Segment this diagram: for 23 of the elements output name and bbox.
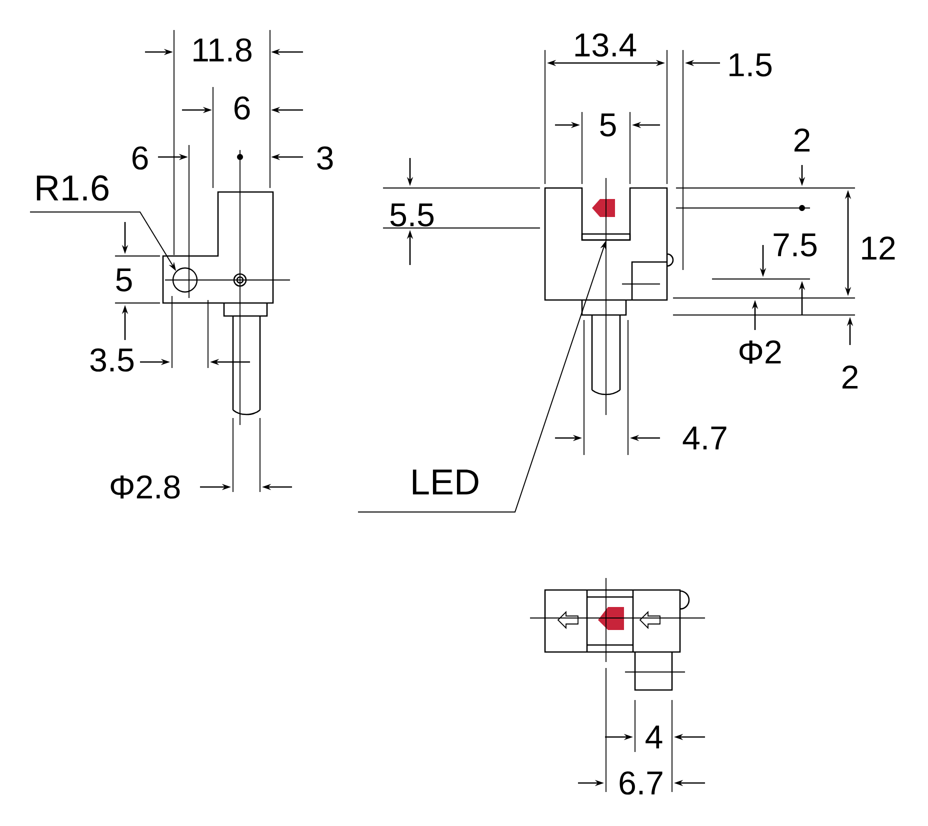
dimension-label: 2 bbox=[794, 128, 810, 152]
dimension-label: 2 bbox=[842, 365, 858, 389]
dimension-label: 4 bbox=[646, 726, 662, 748]
dimension-label: 1.5 bbox=[730, 53, 772, 77]
dimension-label: 5 bbox=[600, 113, 616, 137]
dimension-label: 6 bbox=[132, 146, 148, 170]
dimension-label: 4.7 bbox=[682, 426, 726, 450]
dimension-label: 5.5 bbox=[390, 203, 434, 227]
dimension-label: 6 bbox=[234, 96, 250, 120]
dimension-label: Φ2.8 bbox=[110, 475, 180, 499]
callout-label: LED bbox=[412, 470, 478, 494]
dimension-label: 3 bbox=[317, 146, 333, 170]
led-window bbox=[581, 233, 631, 241]
dimension-label: 11.8 bbox=[194, 38, 252, 62]
dimension-label: 3.5 bbox=[90, 348, 134, 372]
dimension-label: 6.7 bbox=[620, 771, 662, 795]
dimension-label: 12 bbox=[862, 236, 895, 260]
dimension-label: Φ2 bbox=[740, 340, 781, 364]
dimension-label: 13.4 bbox=[575, 33, 636, 57]
dimension-label: 5 bbox=[116, 268, 132, 292]
dimension-label: 7.5 bbox=[774, 233, 817, 257]
callout-label: R1.6 bbox=[36, 175, 108, 201]
hole bbox=[172, 267, 198, 293]
